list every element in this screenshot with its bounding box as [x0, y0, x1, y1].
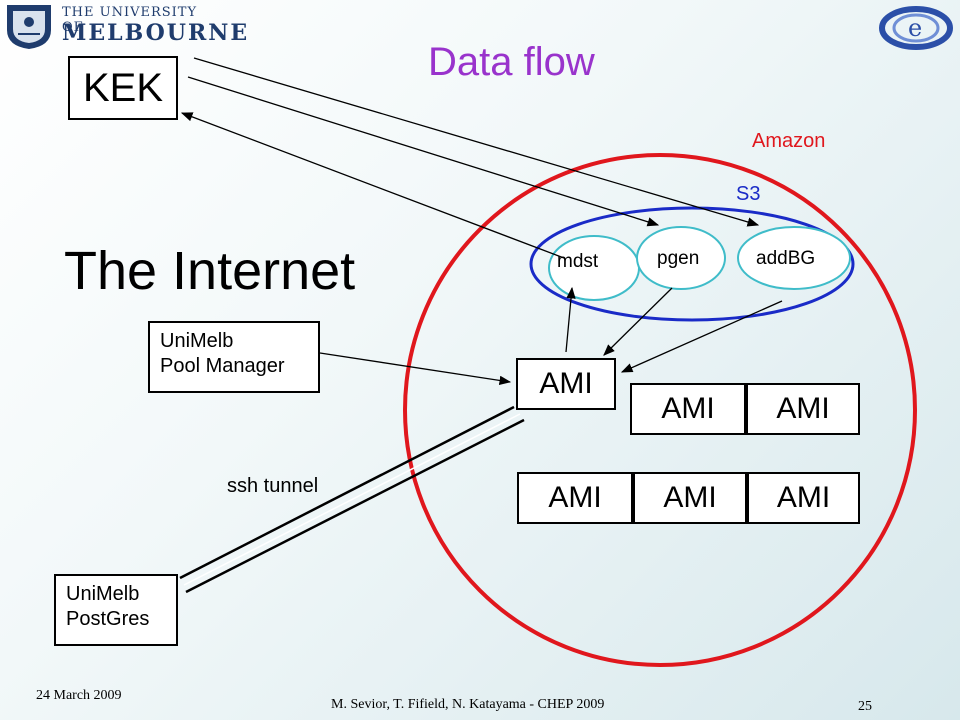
conference-logo-icon: e [879, 6, 953, 50]
ami-box: AMI [517, 472, 633, 524]
university-crest-icon [7, 5, 51, 49]
ssh-tunnel-label: ssh tunnel [227, 475, 319, 497]
addbg-node [737, 226, 851, 290]
ami-box: AMI [630, 383, 746, 435]
arrow-pgen-to-ami [603, 287, 673, 356]
amazon-label: Amazon [752, 130, 826, 152]
arrow-addbg-to-ami [620, 300, 783, 373]
amazon-cloud-circle [403, 153, 917, 667]
ssh-tunnel-line-2 [183, 413, 521, 586]
ssh-tunnel-line-3 [185, 418, 525, 594]
addbg-label: addBG [756, 248, 816, 269]
internet-label: The Internet [64, 241, 356, 301]
kek-box: KEK [68, 56, 178, 120]
ssh-tunnel-line-1 [179, 405, 515, 580]
university-logo: THE UNIVERSITY OF MELBOURNE [4, 2, 247, 50]
s3-label: S3 [736, 183, 761, 205]
postgres-box: UniMelb PostGres [54, 574, 178, 646]
s3-ellipse [529, 206, 855, 322]
arrow-mdst-to-kek [180, 112, 565, 259]
footer-authors: M. Sevior, T. Fifield, N. Katayama - CHE… [331, 697, 605, 712]
pgen-node [636, 226, 726, 290]
slide-title: Data flow [428, 40, 595, 84]
svg-text:e: e [908, 14, 922, 42]
university-name-line1: THE UNIVERSITY OF [62, 5, 198, 35]
pgen-label: pgen [657, 248, 700, 269]
pool-manager-box: UniMelb Pool Manager [148, 321, 320, 393]
arrow-kek-to-addbg [193, 57, 760, 227]
mdst-label: mdst [557, 251, 599, 272]
arrow-pool-manager-to-ami [319, 352, 512, 386]
ami-box: AMI [633, 472, 747, 524]
arrow-kek-to-pgen [187, 76, 660, 227]
ami-box-primary: AMI [516, 358, 616, 410]
university-name-line2: MELBOURNE [62, 20, 250, 46]
page-number: 25 [858, 699, 872, 714]
ami-box: AMI [747, 472, 860, 524]
arrow-ami-to-mdst [565, 286, 576, 353]
footer-date: 24 March 2009 [36, 688, 122, 703]
ami-box: AMI [746, 383, 860, 435]
kek-label: KEK [82, 65, 164, 110]
